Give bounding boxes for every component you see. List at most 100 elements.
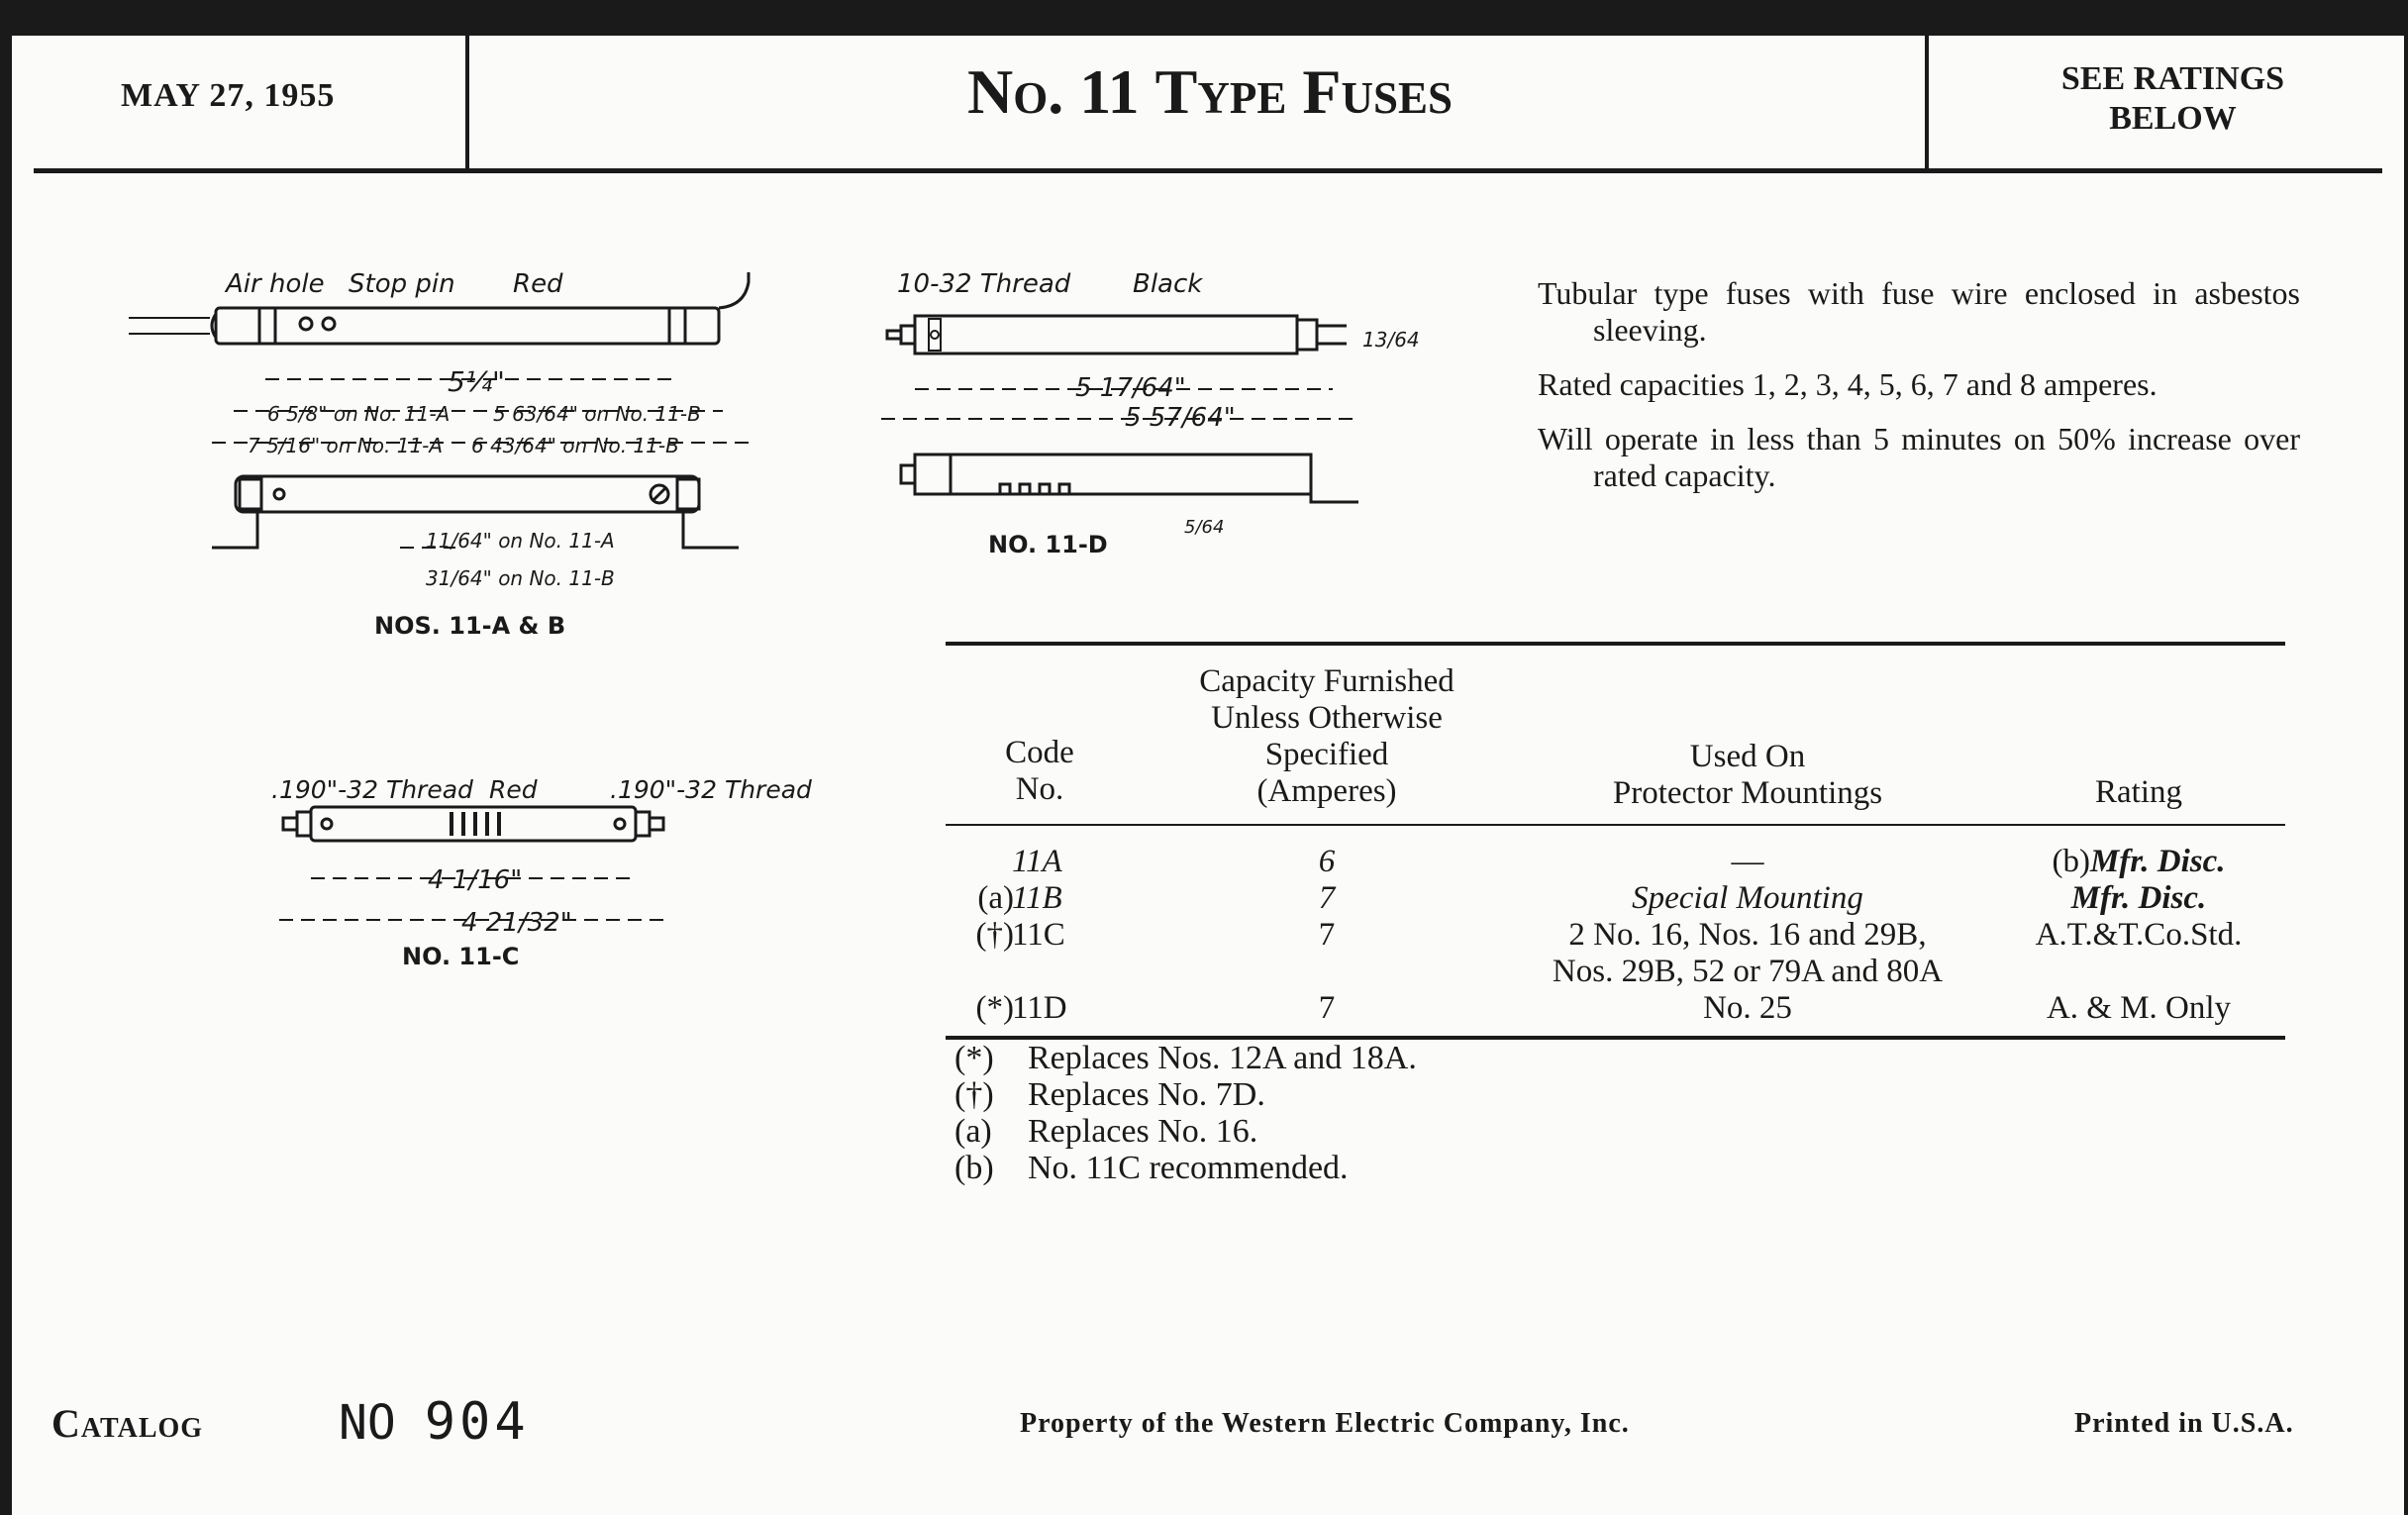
callout-red-c: Red [489,775,538,804]
callout-thread-c-right: .190"-32 Thread [610,775,812,804]
row-code: 11B [1012,880,1062,916]
footnote: (*) Replaces Nos. 12A and 18A. [954,1040,1417,1076]
header-rating: Rating [2095,774,2182,810]
printed-notice: Printed in U.S.A. [2074,1408,2294,1439]
footnotes: (*) Replaces Nos. 12A and 18A. (†) Replace… [954,1040,1417,1186]
row-code: 11C [1012,917,1065,953]
description-line-2: Rated capacities 1, 2, 3, 4, 5, 6, 7 and… [1538,366,2157,402]
ratings-line-2: BELOW [2109,100,2237,137]
title-no: No. [966,56,1064,127]
footnote-mark: (*) [954,1040,994,1076]
ratings-note: SEE RATINGS BELOW [1943,59,2403,139]
dim-offset-d: 5/64 [1184,517,1224,538]
header-divider-left [465,36,469,170]
callout-stop-pin: Stop pin [349,269,455,299]
row-rating-text: Mfr. Disc. [2089,844,2226,879]
dim-b-outer: 6 43/64" on No. 11-B [471,434,679,457]
dim-length-ab: 5¼" [448,365,505,398]
table-header-rule [946,824,2285,826]
footnote-text: Replaces No. 7D. [1028,1076,1265,1113]
catalog-label: Catalog [51,1401,204,1446]
dimension-lines [212,378,1358,921]
footnote-mark: (†) [954,1076,994,1113]
row-used-on: — [1731,844,1764,879]
header-code: Code No. [951,735,1129,808]
page-title: No. 11 Type Fuses [477,55,1943,129]
header-used-on-line-1: Used On [1689,739,1806,774]
callout-black-d: Black [1133,269,1203,299]
header-code-line-1: Code [1005,735,1074,770]
title-number: 11 [1079,56,1140,127]
row-capacity: 7 [1318,880,1336,916]
header-capacity-line-3: Specified [1264,737,1389,772]
ratings-line-1: SEE RATINGS [2060,60,2285,97]
dim-outer-d: 5 57/64" [1125,403,1236,433]
catalog-number-value: 904 [424,1392,530,1452]
row-rating-text: Mfr. Disc. [2070,880,2207,916]
fuse-d-side-view [899,453,1358,504]
callout-thread-d: 10-32 Thread [897,269,1071,299]
title-text: Type Fuses [1154,56,1454,127]
header-capacity: Capacity Furnished Unless Otherwise Spec… [1119,663,1535,810]
footnote-mark: (a) [954,1113,992,1150]
row-used-on-line-1: 2 No. 16, Nos. 16 and 29B, [1568,917,1927,953]
dim-gap-d: 13/64 [1362,328,1420,352]
issue-date: MAY 27, 1955 [121,77,336,114]
header-used-on: Used On Protector Mountings [1485,739,2010,812]
header-rule [34,168,2382,173]
dim-outer-c: 4 21/32" [461,908,572,938]
row-used-on: Special Mounting [1632,880,1863,916]
footnote-text: Replaces Nos. 12A and 18A. [1028,1040,1417,1076]
callout-thread-c-left: .190"-32 Thread [271,775,473,804]
row-rating: (b)Mfr. Disc. [2000,844,2277,880]
row-capacity: 7 [1318,917,1336,953]
row-rating: A.T.&T.Co.Std. [2000,917,2277,954]
header-capacity-line-1: Capacity Furnished [1199,663,1455,699]
row-prefix: (†) [975,917,1014,953]
header-capacity-line-4: (Amperes) [1256,773,1397,809]
caption-ab: NOS. 11-A & B [374,612,565,640]
dim-inner-c: 4 1/16" [428,865,522,895]
fuse-ab-top-view [129,272,751,346]
row-rating-text: A. & M. Only [2046,990,2232,1026]
header-used-on-line-2: Protector Mountings [1612,775,1883,811]
row-rating-prefix: (b) [2052,844,2090,879]
catalog-number-prefix: NO [339,1395,396,1451]
dim-inner-d: 5 17/64" [1075,373,1186,403]
footnote-mark: (b) [954,1150,994,1186]
caption-d: NO. 11-D [988,531,1108,558]
caption-c: NO. 11-C [402,943,519,970]
row-rating: A. & M. Only [2000,990,2277,1027]
row-code: 11A [1012,844,1062,879]
description-line-1: Tubular type fuses with fuse wire enclos… [1538,275,2300,348]
footnote: (a) Replaces No. 16. [954,1113,1417,1150]
table-bottom-rule [946,1036,2285,1040]
footnote-text: No. 11C recommended. [1028,1150,1349,1186]
footnote: (†) Replaces No. 7D. [954,1076,1417,1113]
footnote: (b) No. 11C recommended. [954,1150,1417,1186]
row-prefix: (a) [977,880,1014,916]
footnote-text: Replaces No. 16. [1028,1113,1258,1150]
catalog-number: NO 904 [339,1392,530,1452]
fuse-c-view [281,805,665,843]
row-capacity: 7 [1318,990,1336,1026]
dim-height-b: 31/64" on No. 11-B [426,566,615,590]
header-capacity-line-2: Unless Otherwise [1211,700,1443,736]
row-rating: Mfr. Disc. [2000,880,2277,917]
callout-red-ab: Red [513,269,563,299]
row-prefix: (*) [975,990,1014,1026]
drawing-callouts: Air hole Stop pin Red 5¼" 6 5/8" on No. … [224,269,1420,970]
fuse-ab-side-view [212,474,739,550]
callout-air-hole: Air hole [224,269,325,299]
dim-height-a: 11/64" on No. 11-A [426,529,615,553]
row-capacity: 6 [1318,844,1336,879]
row-rating-text: A.T.&T.Co.Std. [2035,917,2243,953]
description-line-3: Will operate in less than 5 minutes on 5… [1538,421,2300,493]
row-used-on-line-2: Nos. 29B, 52 or 79A and 80A [1552,954,1944,989]
dim-b-inner: 5 63/64" on No. 11-B [493,402,701,426]
fuse-d-top-view [885,314,1347,355]
row-used-on: No. 25 [1703,990,1792,1026]
row-code: 11D [1012,990,1067,1026]
dim-a-inner: 6 5/8" on No. 11-A [267,402,450,426]
